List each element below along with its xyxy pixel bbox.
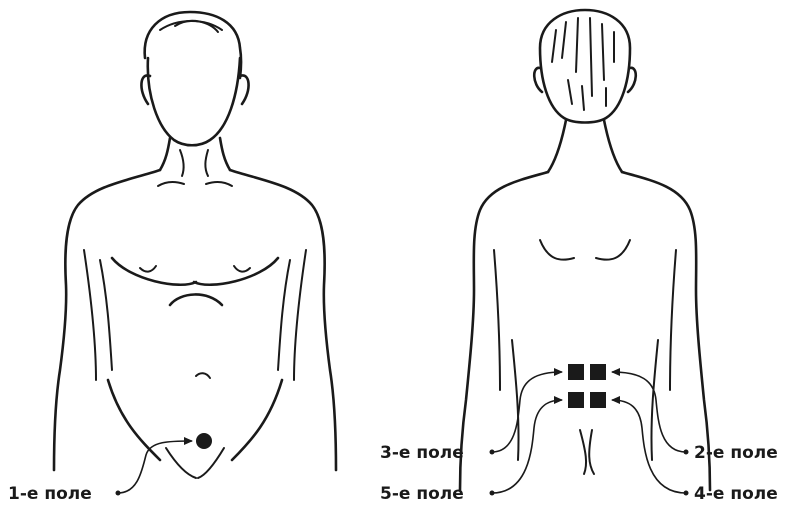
back-view-figure: 3-е поле 5-е поле 2-е поле 4-е поле [380, 10, 778, 504]
field-3-leader [492, 372, 562, 452]
field-1-label: 1-е поле [8, 484, 92, 504]
field-4-leader [612, 400, 686, 493]
electrode-lower-left [568, 392, 584, 408]
field-2-label: 2-е поле [694, 443, 778, 463]
field-5-leader [492, 400, 562, 493]
field-2-leader [612, 372, 686, 452]
field-4-label: 4-е поле [694, 484, 778, 504]
electrode-1-dot [196, 433, 212, 449]
electrode-lower-right [590, 392, 606, 408]
electrode-upper-right [590, 364, 606, 380]
electrode-upper-left [568, 364, 584, 380]
field-5-label: 5-е поле [380, 484, 464, 504]
front-view-figure: 1-е поле [8, 12, 336, 504]
field-3-label: 3-е поле [380, 443, 464, 463]
